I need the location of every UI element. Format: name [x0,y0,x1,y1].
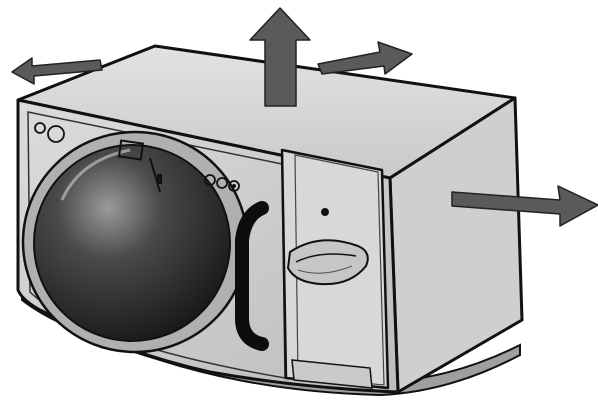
arrow-up-icon [249,7,311,107]
control-panel-vent [291,359,373,389]
indicator-tab [157,174,162,184]
door-latch-icon [286,239,369,286]
top-left-button-large [47,125,65,143]
arrow-back-right-icon [317,41,413,75]
indicator-dot-icon [321,208,329,216]
top-left-button-small [34,122,46,134]
indicator-stem [149,157,161,193]
door-indicator [117,139,145,161]
control-knobs-icon [204,174,240,192]
arrow-left-icon [11,57,103,85]
door-handle-icon [235,201,269,351]
arrow-right-icon [451,185,598,227]
door-window [33,144,231,342]
control-panel-edge [294,154,385,386]
